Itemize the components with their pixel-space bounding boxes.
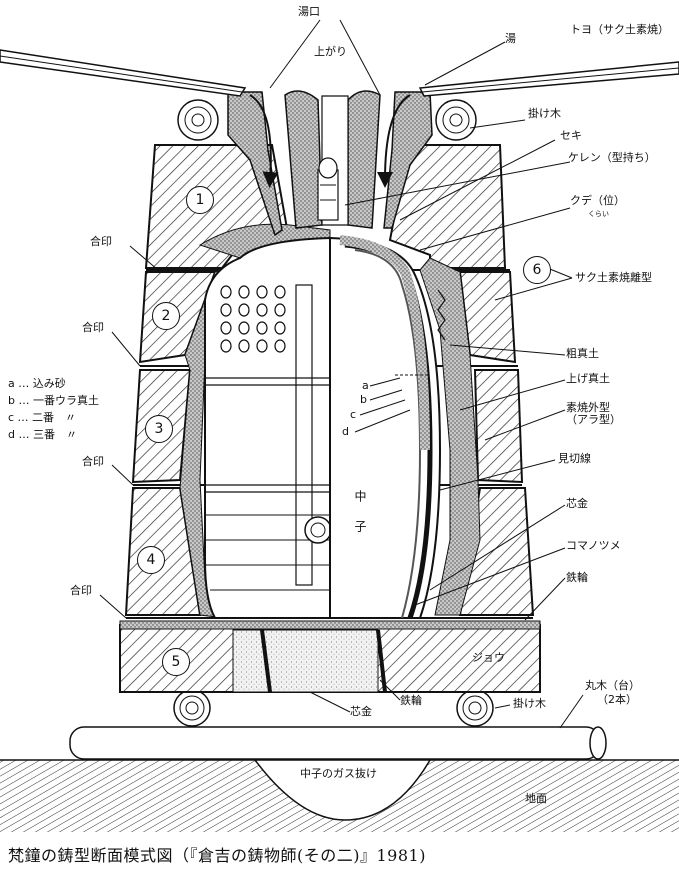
figure-caption: 梵鐘の鋳型断面模式図（『倉吉の鋳物師(その二)』1981): [8, 846, 426, 865]
label-crossbeam-bottom: 掛け木: [513, 697, 546, 710]
label-chaplet: ケレン（型持ち）: [568, 151, 656, 164]
label-fired-release-mold: サク土素焼離型: [575, 271, 652, 284]
label-trough: トヨ（サク土素焼）: [570, 23, 669, 36]
leader-lines: [99, 19, 584, 729]
label-core-gas-vent: 中子のガス抜け: [300, 767, 377, 780]
section-number-3: 3: [145, 415, 173, 443]
section-number-6: 6: [523, 256, 551, 284]
label-fired-outer-mold: 素焼外型 （アラ型）: [566, 401, 621, 426]
label-riser: 上がり: [314, 45, 347, 58]
label-jou: ジョウ: [472, 651, 505, 664]
marker-d: d: [342, 425, 349, 438]
legend-d: d … 三番 〃: [8, 428, 77, 441]
label-alignment-mark-1: 合印: [90, 235, 112, 248]
section-number-1: 1: [186, 186, 214, 214]
label-core-iron-right: 芯金: [566, 497, 588, 510]
pouring-trough: [0, 49, 679, 97]
core-right: [329, 235, 446, 619]
label-molten-metal: 湯: [505, 32, 516, 45]
legend-a: a … 込み砂: [8, 377, 66, 390]
label-iron-ring-right: 鉄輪: [566, 571, 588, 584]
label-alignment-mark-4: 合印: [70, 584, 92, 597]
chaplet-figure: [317, 157, 339, 221]
bottom-crossbeams: [173, 689, 494, 727]
bell-exterior-left: [204, 236, 332, 619]
marker-c: c: [350, 408, 357, 421]
pour-arrows: [249, 94, 411, 188]
section-number-2: 2: [152, 302, 180, 330]
label-alignment-mark-2: 合印: [82, 321, 104, 334]
label-crossbeam-top: 掛け木: [528, 107, 561, 120]
label-koma-no-tsume: コマノツメ: [566, 539, 621, 552]
base-log: [69, 726, 607, 760]
section-number-4: 4: [137, 546, 165, 574]
marker-b: b: [360, 393, 367, 406]
top-crossbeams: [177, 99, 477, 141]
label-seki: セキ: [560, 129, 582, 142]
mold-base-section: [119, 620, 541, 693]
label-core-iron-bottom: 芯金: [350, 705, 372, 718]
label-parting-line: 見切線: [558, 452, 591, 465]
label-finish-loam: 上げ真土: [566, 372, 610, 385]
label-core: 中子: [353, 490, 367, 550]
label-log-stand: 丸木（台）: [585, 679, 640, 692]
label-coarse-loam: 粗真土: [566, 347, 599, 360]
label-alignment-mark-3: 合印: [82, 455, 104, 468]
ground: [0, 759, 679, 832]
label-log-count: （2本）: [597, 693, 637, 706]
legend-b: b … 一番ウラ真土: [8, 394, 99, 407]
label-kude: クデ（位）: [570, 194, 625, 207]
marker-a: a: [362, 379, 369, 392]
label-kude-ruby: くらい: [588, 210, 609, 218]
legend-c: c … 二番 〃: [8, 411, 77, 424]
section-number-5: 5: [162, 648, 190, 676]
label-ground: 地面: [525, 792, 547, 805]
label-pouring-gate: 湯口: [298, 5, 320, 18]
label-iron-ring-bottom: 鉄輪: [400, 694, 422, 707]
